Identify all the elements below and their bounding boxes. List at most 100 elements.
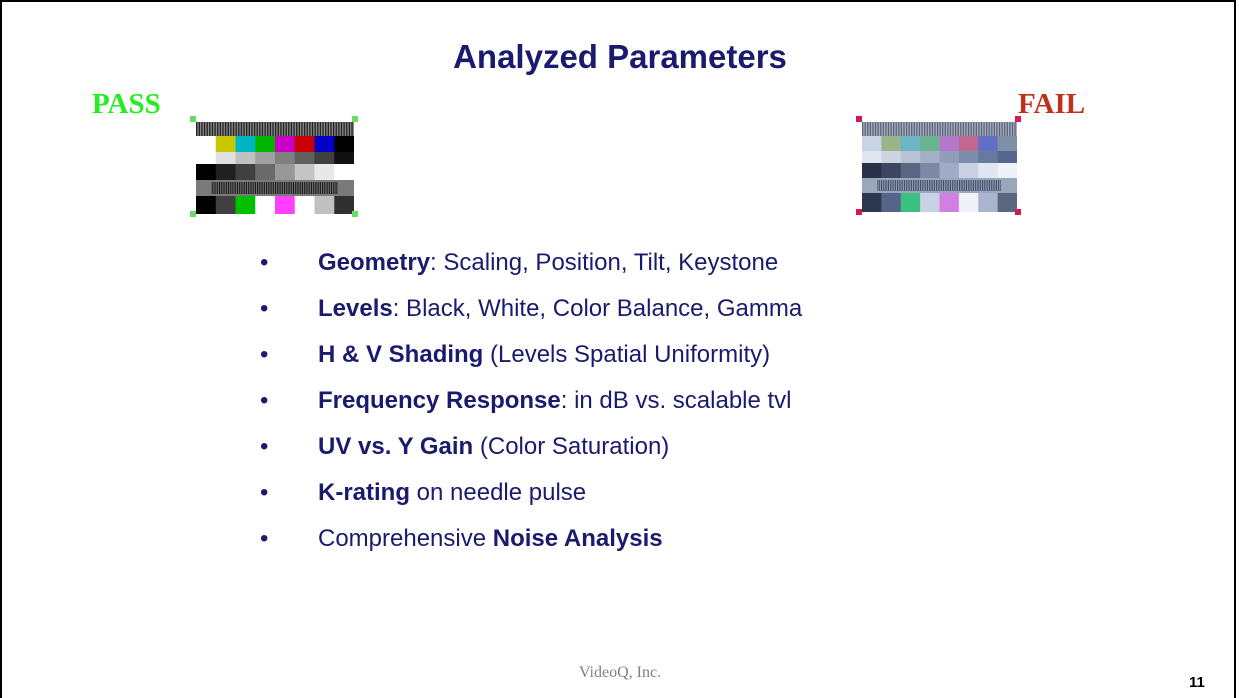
selection-handle[interactable] [352, 211, 358, 217]
frequency-line [227, 122, 229, 136]
frequency-line [322, 122, 324, 136]
burst-line [217, 182, 219, 194]
burst-line [925, 180, 927, 191]
burst-line [300, 182, 302, 194]
frequency-line [248, 122, 250, 136]
burst-line [989, 180, 990, 191]
pulse-block [958, 193, 979, 212]
burst-line [893, 180, 895, 191]
burst-line [960, 180, 962, 191]
color-bar [215, 136, 236, 152]
burst-line [962, 180, 964, 191]
frequency-line [311, 122, 314, 136]
bullet-dot: • [260, 525, 269, 552]
frequency-line [335, 122, 337, 136]
frequency-line [293, 122, 295, 136]
selection-handle[interactable] [190, 116, 196, 122]
burst-line [907, 180, 909, 191]
bullet-dot: • [260, 341, 269, 368]
burst-line [256, 182, 258, 194]
frequency-line [206, 122, 208, 136]
burst-line [253, 182, 255, 194]
frequency-line [256, 122, 258, 136]
frequency-line [998, 122, 1001, 136]
frequency-line [217, 122, 219, 136]
burst-line [948, 180, 950, 191]
burst-line [233, 182, 235, 194]
burst-line [928, 180, 930, 191]
bullet-dot: • [260, 479, 269, 506]
burst-line [298, 182, 300, 194]
frequency-line [960, 122, 962, 136]
frequency-line [877, 122, 879, 136]
color-bar [275, 136, 296, 152]
burst-line [228, 182, 229, 194]
selection-handle[interactable] [1015, 116, 1021, 122]
burst-line [935, 180, 937, 191]
bullet-bold-text: Frequency Response [318, 387, 561, 414]
frequency-line [1011, 122, 1014, 136]
burst-line [312, 182, 314, 194]
burst-line [974, 180, 976, 191]
frequency-line [986, 122, 988, 136]
frequency-line [246, 122, 248, 136]
parameter-list: •Geometry: Scaling, Position, Tilt, Keys… [260, 240, 802, 562]
burst-line [966, 180, 967, 191]
grey-step [275, 152, 296, 164]
burst-line [284, 182, 285, 194]
frequency-line [325, 122, 327, 136]
burst-line [329, 182, 331, 194]
color-bar [881, 136, 902, 151]
frequency-line [203, 122, 206, 136]
selection-handle[interactable] [856, 209, 862, 215]
selection-handle[interactable] [856, 116, 862, 122]
burst-line [325, 182, 327, 194]
frequency-line [980, 122, 983, 136]
burst-line [264, 182, 266, 194]
frequency-line [267, 122, 269, 136]
grey-step [978, 151, 999, 163]
bullet-bold-text: Levels [318, 295, 393, 322]
bullet-bold-text: Noise Analysis [492, 525, 663, 552]
burst-line [921, 180, 923, 191]
frequency-line [962, 122, 965, 136]
frequency-line [224, 122, 227, 136]
burst-line [276, 182, 278, 194]
burst-line [934, 180, 936, 191]
burst-line [877, 180, 879, 191]
frequency-line [296, 122, 298, 136]
burst-line [249, 182, 251, 194]
burst-line [937, 180, 939, 191]
color-bar [314, 136, 335, 152]
frequency-line [973, 122, 975, 136]
frequency-line [351, 122, 353, 136]
selection-handle[interactable] [1015, 209, 1021, 215]
burst-line [920, 180, 921, 191]
burst-line [967, 180, 969, 191]
page-number: 11 [1189, 674, 1205, 691]
color-bar [939, 136, 960, 151]
frequency-line [983, 122, 985, 136]
frequency-line [332, 122, 335, 136]
selection-handle[interactable] [190, 211, 196, 217]
burst-line [213, 182, 215, 194]
bullet-item: •Comprehensive Noise Analysis [260, 516, 802, 562]
pulse-block [334, 196, 354, 214]
ramp-block [235, 164, 256, 180]
grey-step [997, 151, 1017, 163]
frequency-line [893, 122, 895, 136]
frequency-line [1014, 122, 1016, 136]
burst-line [222, 182, 224, 194]
burst-line [932, 180, 934, 191]
frequency-line [201, 122, 203, 136]
burst-line [291, 182, 293, 194]
frequency-line [942, 122, 944, 136]
bullet-text: (Color Saturation) [473, 433, 670, 460]
selection-handle[interactable] [352, 116, 358, 122]
color-bar [862, 136, 882, 151]
frequency-line [898, 122, 900, 136]
ramp-block [997, 163, 1017, 178]
frequency-line [211, 122, 214, 136]
burst-line [303, 182, 305, 194]
pass-test-pattern-graphic [196, 122, 354, 214]
